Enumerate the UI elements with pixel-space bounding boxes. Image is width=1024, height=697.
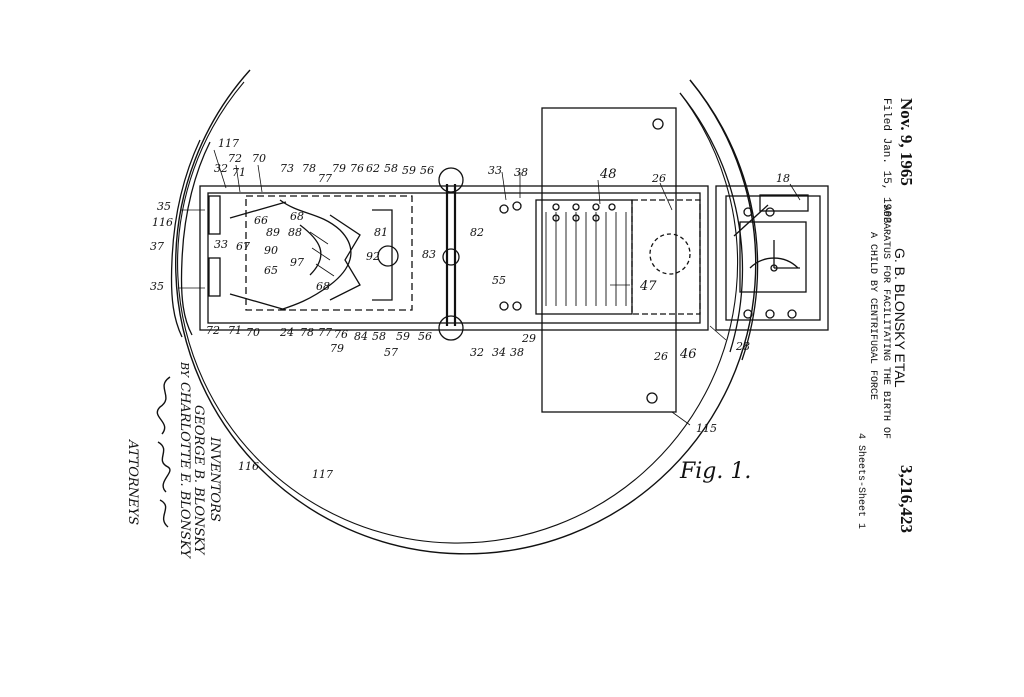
svg-text:70: 70 <box>252 152 266 165</box>
svg-text:58: 58 <box>372 330 386 343</box>
svg-text:90: 90 <box>264 244 278 257</box>
svg-text:116: 116 <box>238 460 259 473</box>
svg-text:88: 88 <box>288 226 302 239</box>
svg-text:33: 33 <box>488 164 502 177</box>
svg-text:58: 58 <box>384 162 398 175</box>
svg-text:68: 68 <box>290 210 304 223</box>
svg-text:62: 62 <box>366 162 380 175</box>
svg-text:77: 77 <box>318 172 332 185</box>
svg-text:59: 59 <box>396 330 410 343</box>
svg-text:56: 56 <box>418 330 432 343</box>
svg-text:78: 78 <box>300 326 314 339</box>
svg-text:33: 33 <box>214 238 228 251</box>
svg-text:83: 83 <box>422 248 436 261</box>
svg-text:59: 59 <box>402 164 416 177</box>
svg-text:89: 89 <box>266 226 280 239</box>
svg-text:56: 56 <box>420 164 434 177</box>
svg-text:55: 55 <box>492 274 506 287</box>
figure-label: Fig. 1. <box>679 459 751 484</box>
svg-text:28: 28 <box>735 340 750 353</box>
svg-text:92: 92 <box>366 250 380 263</box>
svg-text:72: 72 <box>206 324 220 337</box>
svg-text:116: 116 <box>152 216 173 229</box>
svg-text:35: 35 <box>157 200 171 213</box>
svg-text:76: 76 <box>350 162 364 175</box>
svg-text:26: 26 <box>653 350 668 363</box>
svg-text:97: 97 <box>290 256 304 269</box>
svg-text:57: 57 <box>384 346 398 359</box>
svg-text:71: 71 <box>228 324 242 337</box>
svg-text:35: 35 <box>150 280 164 293</box>
svg-text:37: 37 <box>150 240 164 253</box>
attorney-signature <box>156 376 171 528</box>
svg-text:81: 81 <box>374 226 388 239</box>
svg-text:77: 77 <box>318 326 332 339</box>
svg-text:71: 71 <box>232 166 246 179</box>
svg-text:48: 48 <box>599 167 617 182</box>
svg-text:32: 32 <box>470 346 484 359</box>
svg-text:46: 46 <box>679 347 697 362</box>
svg-text:79: 79 <box>332 162 346 175</box>
svg-text:38: 38 <box>514 166 528 179</box>
svg-text:29: 29 <box>521 332 536 345</box>
svg-text:79: 79 <box>330 342 344 355</box>
svg-text:47: 47 <box>639 279 657 294</box>
svg-text:18: 18 <box>776 172 790 185</box>
svg-text:68: 68 <box>316 280 330 293</box>
svg-text:65: 65 <box>264 264 278 277</box>
svg-text:84: 84 <box>354 330 368 343</box>
svg-text:115: 115 <box>696 422 717 435</box>
svg-text:24: 24 <box>279 326 294 339</box>
svg-text:66: 66 <box>254 214 268 227</box>
svg-text:117: 117 <box>312 468 333 481</box>
svg-text:34: 34 <box>492 346 506 359</box>
svg-text:82: 82 <box>470 226 484 239</box>
ref-117-top: 117 <box>218 137 239 150</box>
svg-text:72: 72 <box>228 152 242 165</box>
svg-text:76: 76 <box>334 328 348 341</box>
svg-text:26: 26 <box>651 172 666 185</box>
svg-text:78: 78 <box>302 162 316 175</box>
svg-text:32: 32 <box>214 162 228 175</box>
svg-text:38: 38 <box>510 346 524 359</box>
svg-text:73: 73 <box>280 162 294 175</box>
svg-text:67: 67 <box>236 240 250 253</box>
svg-text:70: 70 <box>246 326 260 339</box>
